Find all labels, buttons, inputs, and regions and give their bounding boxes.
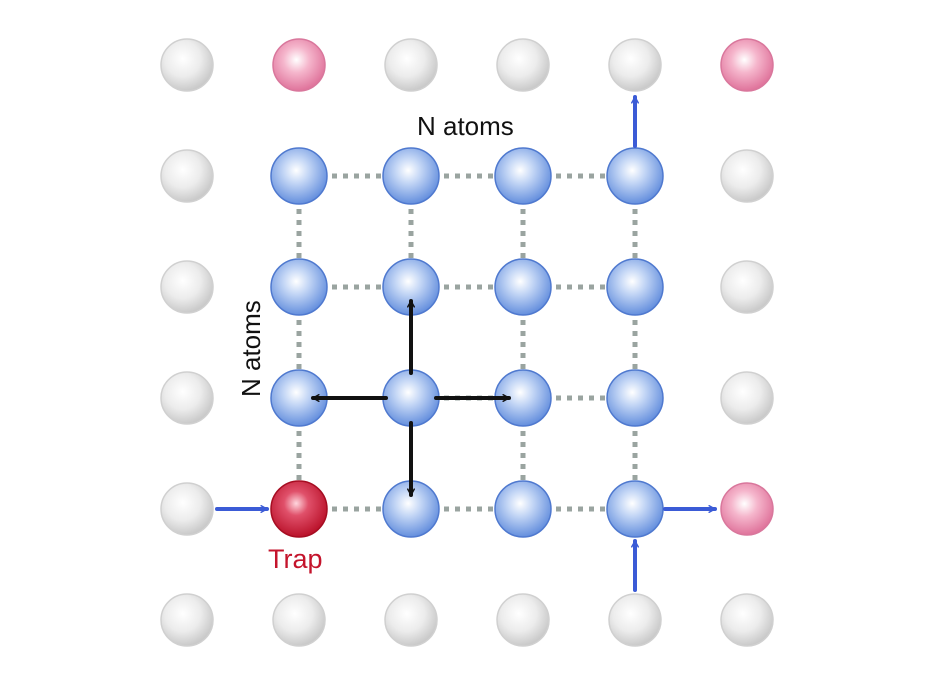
chain-atom-1-2 [382, 147, 440, 205]
lattice-atom-2-5 [720, 260, 774, 314]
lattice-atom-0-0 [160, 38, 214, 92]
chain-atom-1-1 [270, 147, 328, 205]
trap-atom-4-1 [270, 480, 328, 538]
exit-atom-0-5 [720, 38, 774, 92]
lattice-atom-5-4 [608, 593, 662, 647]
chain-atom-2-1 [270, 258, 328, 316]
lattice-atom-5-5 [720, 593, 774, 647]
chain-atom-3-2 [382, 369, 440, 427]
lattice-atom-1-5 [720, 149, 774, 203]
exit-atom-0-1 [272, 38, 326, 92]
exit-atom-4-5 [720, 482, 774, 536]
lattice-atom-0-4 [608, 38, 662, 92]
chain-atom-4-3 [494, 480, 552, 538]
lattice-atom-0-3 [496, 38, 550, 92]
chain-atom-1-4 [606, 147, 664, 205]
lattice-atom-0-2 [384, 38, 438, 92]
chain-atom-1-3 [494, 147, 552, 205]
lattice-atom-3-0 [160, 371, 214, 425]
lattice-atom-5-2 [384, 593, 438, 647]
atoms-layer [160, 38, 774, 647]
arrows-layer [215, 95, 717, 592]
bonds-layer [296, 173, 638, 512]
label-n-atoms-left: N atoms [236, 300, 266, 397]
lattice-atom-5-3 [496, 593, 550, 647]
chain-atom-4-4 [606, 480, 664, 538]
chain-atom-3-4 [606, 369, 664, 427]
label-n-atoms-top: N atoms [417, 111, 514, 141]
lattice-atom-3-5 [720, 371, 774, 425]
lattice-atom-1-0 [160, 149, 214, 203]
lattice-atom-4-0 [160, 482, 214, 536]
lattice-atom-5-0 [160, 593, 214, 647]
label-trap: Trap [268, 544, 323, 574]
lattice-atom-5-1 [272, 593, 326, 647]
lattice-atom-2-0 [160, 260, 214, 314]
chain-atom-2-3 [494, 258, 552, 316]
chain-atom-2-4 [606, 258, 664, 316]
